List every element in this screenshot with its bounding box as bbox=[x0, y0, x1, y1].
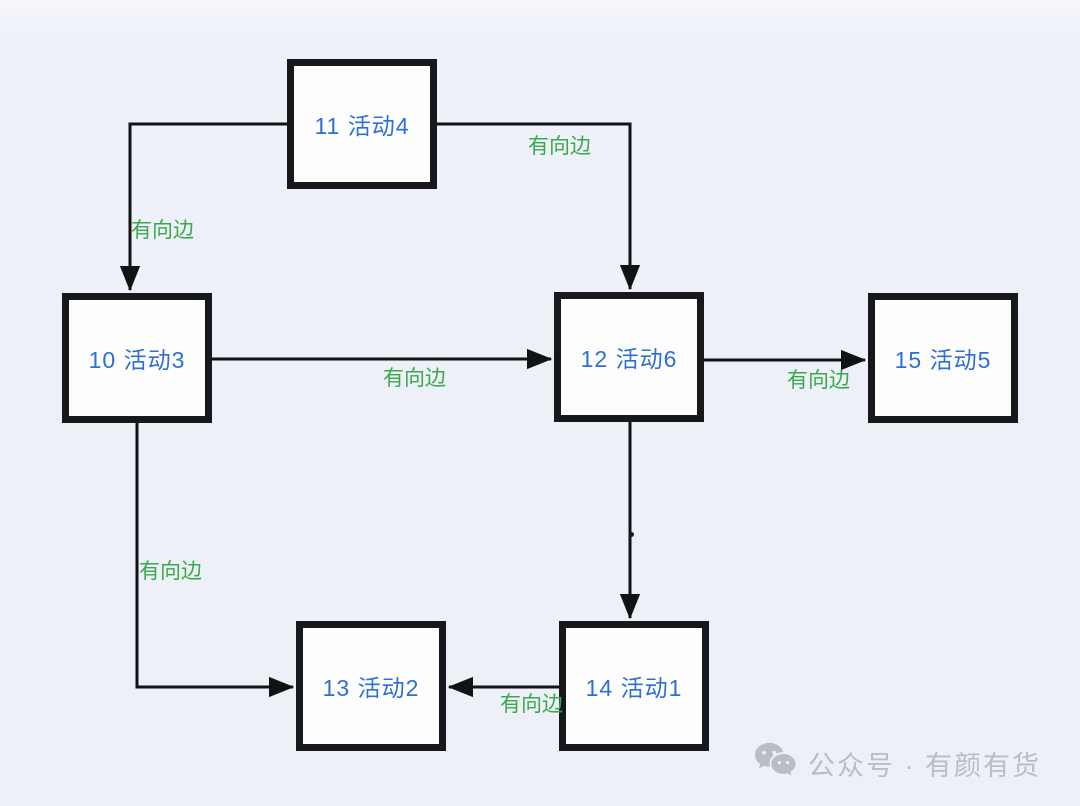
edge-label-10-12: 有向边 bbox=[383, 367, 446, 390]
edge-11-to-12 bbox=[437, 122, 641, 291]
node-10-activity3: 10 活动3 bbox=[62, 293, 212, 423]
edge-11-to-10 bbox=[119, 122, 287, 292]
wechat-icon bbox=[752, 740, 798, 787]
node-12-activity6: 12 活动6 bbox=[554, 292, 704, 422]
edge-label-10-13: 有向边 bbox=[139, 560, 202, 583]
edge-label-11-12: 有向边 bbox=[528, 135, 591, 158]
watermark-text: 公众号 · 有颜有货 bbox=[808, 751, 1041, 781]
node-13-activity2: 13 活动2 bbox=[296, 621, 446, 751]
edge-label-12-15: 有向边 bbox=[787, 369, 850, 392]
edge-label-11-10: 有向边 bbox=[131, 219, 194, 242]
edge-label-14-13: 有向边 bbox=[500, 693, 563, 716]
edge-10-to-13 bbox=[135, 422, 295, 698]
node-11-activity4: 11 活动4 bbox=[287, 59, 437, 189]
edge-midpoint-dot bbox=[629, 532, 634, 537]
node-15-activity5: 15 活动5 bbox=[868, 293, 1018, 423]
watermark: 公众号 · 有颜有货 bbox=[752, 740, 1041, 787]
node-14-activity1: 14 活动1 bbox=[559, 621, 709, 751]
